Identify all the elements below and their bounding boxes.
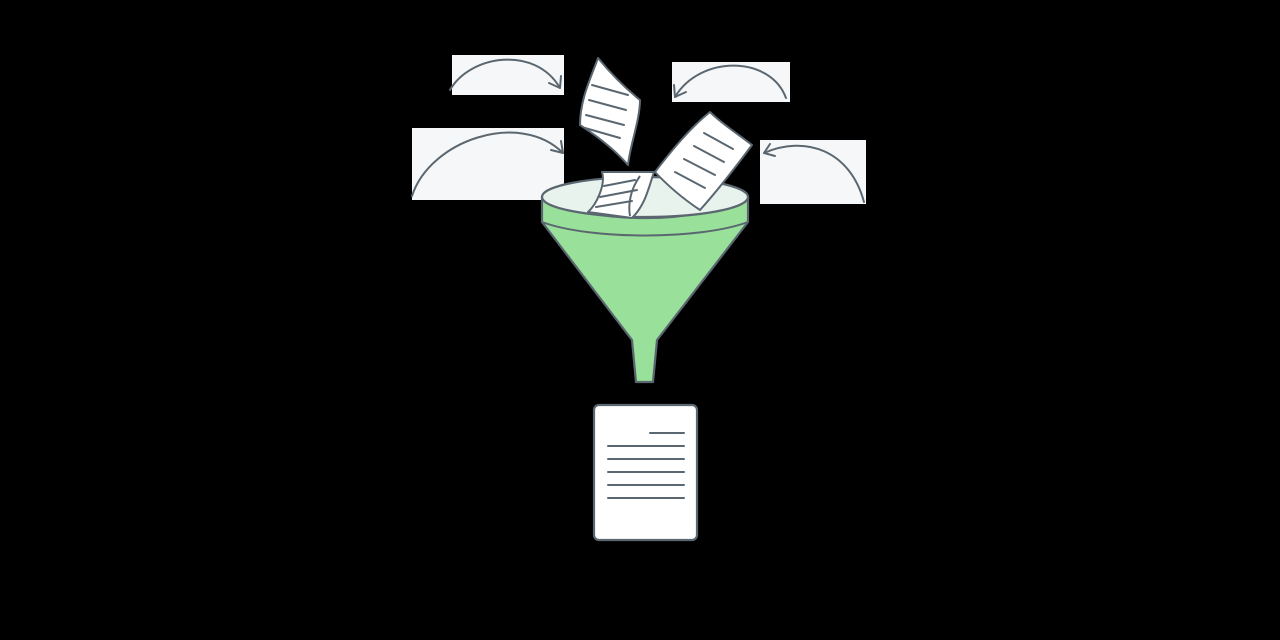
curled-document-icon (587, 171, 655, 219)
backdrop-mid-left (412, 128, 564, 200)
curved-arrow-icon (449, 58, 562, 91)
curved-arrow-icon (673, 64, 787, 99)
document-icon (592, 403, 699, 542)
funnel-body (540, 195, 750, 384)
backdrop-mid-right (760, 140, 866, 204)
funnel-rim-band (541, 221, 749, 237)
curled-document-icon (654, 111, 753, 211)
backdrop-top-left (452, 55, 564, 95)
curled-document-icon (579, 57, 641, 166)
curved-arrow-icon (411, 131, 564, 197)
paper-edge (628, 175, 641, 217)
arrow-backdrops (412, 55, 866, 204)
funnel-icon (540, 175, 750, 384)
backdrop-top-right (672, 62, 790, 102)
curved-arrow-icon (763, 143, 865, 203)
input-documents (579, 57, 753, 219)
